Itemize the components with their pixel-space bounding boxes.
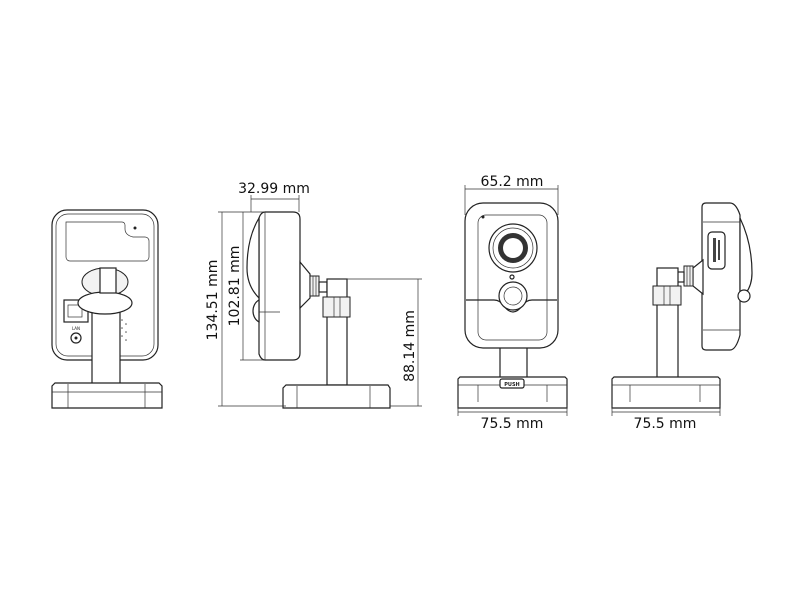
dimension-depth: 32.99 mm [238, 181, 310, 197]
push-label: PUSH [504, 382, 520, 388]
side-dimension-lines [218, 195, 422, 407]
right-side-view [611, 202, 753, 409]
back-view: LAN [51, 209, 163, 409]
dimension-front-width: 65.2 mm [481, 174, 544, 190]
right-dimension-lines [611, 405, 721, 416]
dimension-stand-height: 88.14 mm [402, 310, 418, 382]
dimension-body-height: 102.81 mm [227, 246, 243, 327]
side-view [246, 211, 391, 409]
front-dimension-lines [457, 185, 568, 416]
svg-text:LAN: LAN [72, 326, 80, 331]
dimension-total-height: 134.51 mm [205, 260, 221, 341]
dimension-base-width-side: 75.5 mm [634, 416, 697, 432]
front-view: PUSH [457, 202, 568, 409]
dimension-base-width-front: 75.5 mm [481, 416, 544, 432]
